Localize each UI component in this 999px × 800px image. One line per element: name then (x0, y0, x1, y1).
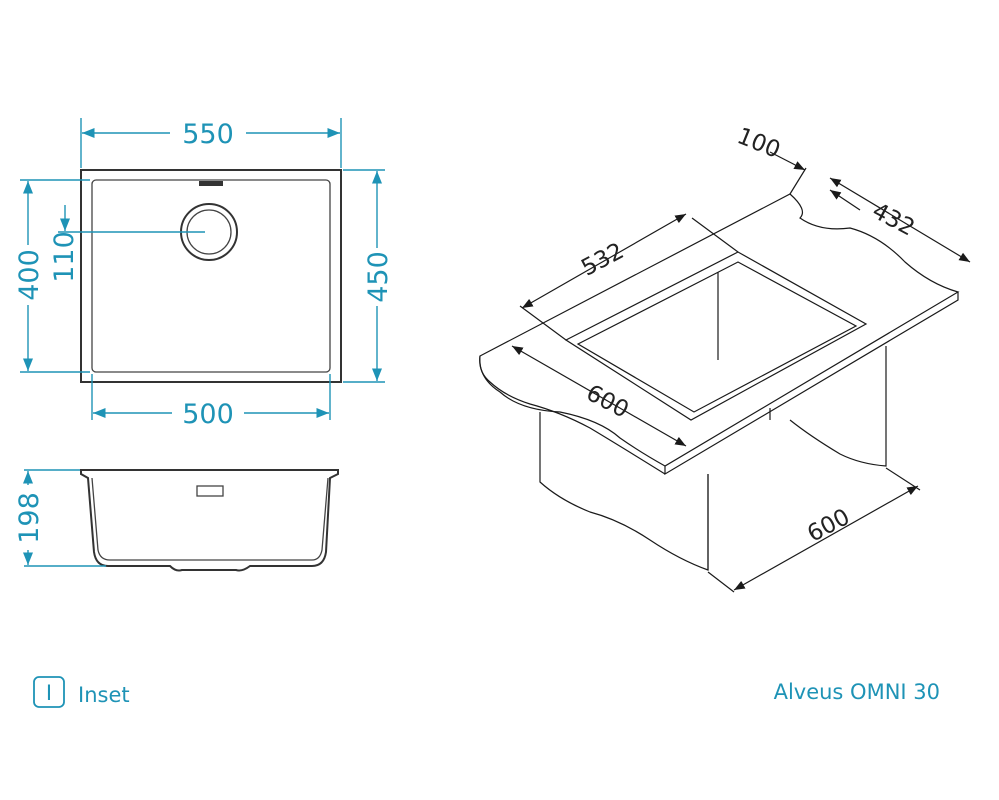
sink-profile-outer (80, 469, 339, 572)
cabinet-right-side (789, 346, 887, 467)
product-name: Alveus OMNI 30 (774, 680, 940, 704)
sink-profile-inner (91, 477, 329, 561)
sink-inner-outline (91, 179, 331, 373)
side-view: 198 (14, 469, 339, 572)
countertop-front-edge (664, 292, 959, 476)
overflow-hole (196, 485, 224, 497)
dimension-100: 100 (733, 123, 783, 164)
cabinet-left-side (539, 412, 709, 571)
dimension-100-line (769, 151, 806, 171)
dimension-450: 450 (363, 251, 394, 303)
dimension-600b-ext-b (885, 467, 921, 491)
dimension-400: 400 (14, 249, 45, 301)
dimension-432-line (829, 177, 971, 263)
dimension-532-ext-a (519, 305, 567, 341)
dimension-532: 532 (577, 238, 628, 282)
dimension-100-ext (789, 167, 807, 195)
dimension-600b-line (733, 485, 919, 591)
dimension-432: 432 (868, 198, 919, 242)
dimension-600-counter: 600 (582, 380, 633, 424)
isometric-view: 100 432 532 600 600 (479, 123, 971, 593)
sink-opening-inner (576, 261, 858, 413)
dimension-532-line (521, 213, 687, 309)
dimension-198: 198 (14, 492, 45, 544)
mount-type-label: Inset (78, 683, 130, 707)
overflow-slot (199, 181, 223, 186)
dimension-600a-line (511, 345, 687, 447)
dimension-532-ext-b (691, 217, 739, 253)
dimension-600b-ext-a (707, 571, 735, 593)
dimension-110: 110 (49, 231, 80, 283)
top-view: 550 500 450 400 110 (14, 118, 394, 430)
dimension-550: 550 (182, 119, 234, 150)
footer: I Inset Alveus OMNI 30 (33, 676, 940, 708)
dimension-600-cabinet: 600 (803, 504, 854, 548)
sink-outer-outline (80, 169, 342, 383)
mount-type-badge (33, 676, 65, 708)
mount-type-badge-letter: I (46, 681, 52, 705)
dimension-500: 500 (182, 399, 234, 430)
